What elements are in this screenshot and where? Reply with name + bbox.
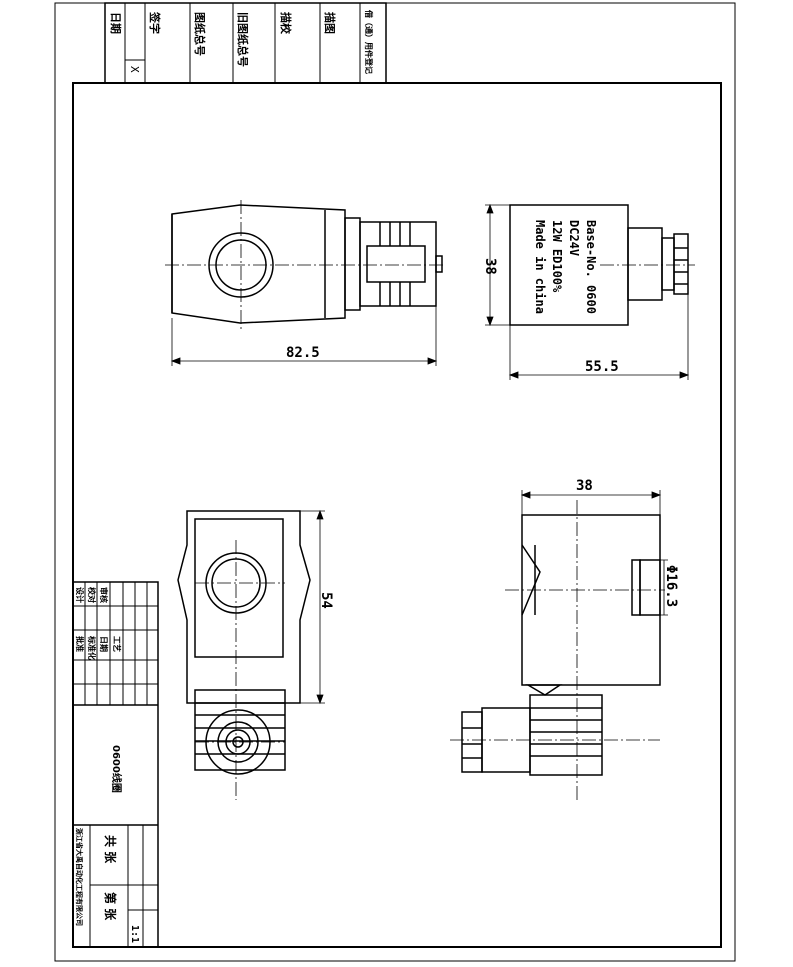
sheet-no: 第 张 [103,892,118,921]
tb-process: 工艺 [112,636,122,652]
view-bottom-left [177,510,311,775]
dim-width-38-bottom: 38 [576,478,593,494]
plate-line-1: Base-No. 0600 [584,220,598,314]
tb-date-bottom: 日期 [99,636,109,652]
tb-review: 审核 [99,587,109,603]
view-top-left [171,204,443,324]
tb-date: 日期 [109,12,123,34]
title-block-top [104,2,387,84]
dim-length-82-5: 82.5 [286,345,320,361]
dim-height-38-top: 38 [482,258,498,275]
plate-line-2: DC24V [567,220,581,256]
tb-approve: 批准 [75,636,85,652]
drawing-frame [72,82,722,948]
dim-height-54: 54 [318,592,334,609]
tb-drawing-no: 图纸总号 [193,12,207,56]
plate-line-3: 12W ED100% [550,220,564,293]
centerlines-bottom-right [450,500,665,800]
view-bottom-right [461,514,661,776]
tb-borrow-reg: 借（通）用件登记 [364,9,374,74]
sheet-border [54,2,736,962]
tb-x: X [128,66,141,73]
scale: 1:1 [129,925,140,943]
dim-diameter-16-3: Φ16.3 [663,565,679,607]
centerlines-top-left [165,200,445,330]
drawing-name: 0600线圈 [110,745,123,793]
title-block-bottom [72,581,159,948]
dim-bottom-left [300,509,325,705]
tb-old-drawing-no: 旧图纸总号 [236,12,250,67]
dim-width-55-5: 55.5 [585,359,619,375]
title-block-top-text: 日期 签字 X 图纸总号 旧图纸总号 描校 描图 借（通）用件登记 [109,9,374,74]
tb-design: 设计 [75,587,85,603]
tb-trace: 描图 [323,12,337,34]
dim-bottom-right [520,490,668,616]
label-plate: Base-No. 0600 DC24V 12W ED100% Made in c… [533,220,598,314]
sheets-total: 共 张 [103,835,118,864]
centerlines-bottom-left [195,540,285,800]
tb-standard: 标准化 [87,635,97,660]
tb-trace-check: 描校 [279,12,293,35]
dim-top-right [485,203,690,380]
plate-line-4: Made in china [533,220,547,314]
tb-sign: 签字 [148,11,162,34]
title-block-bottom-text: 设计 校对 审核 标准化 工艺 批准 日期 0600线圈 共 张 第 张 1:1… [75,587,140,943]
dim-top-left [170,306,438,366]
tb-check: 校对 [87,587,97,603]
company-name: 浙江省大禹自动化工程有限公司 [75,828,84,926]
